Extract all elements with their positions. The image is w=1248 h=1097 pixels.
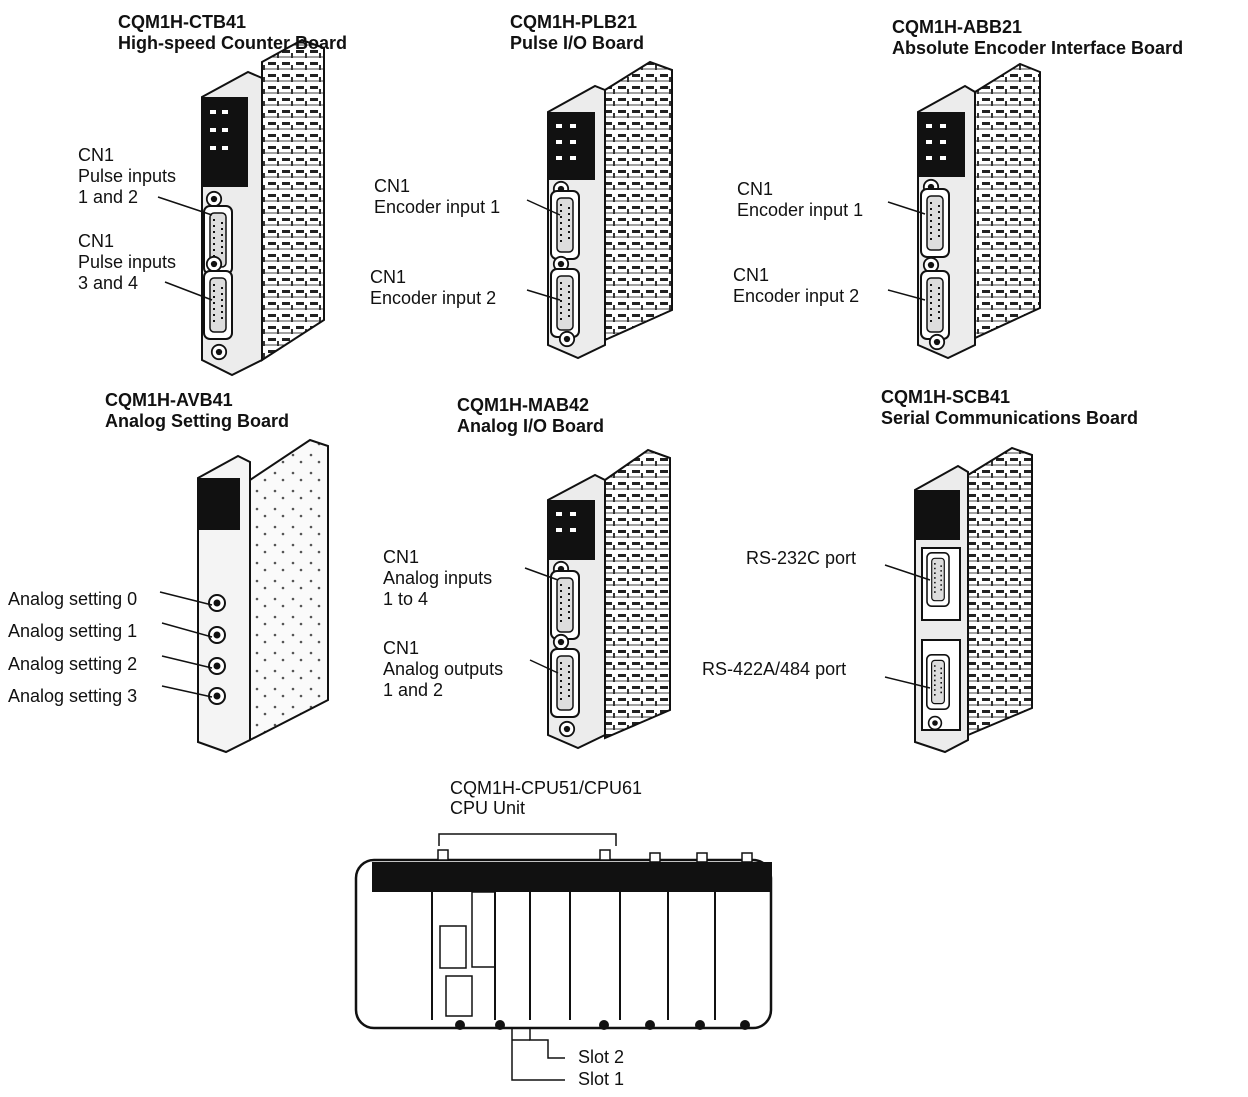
mab42-cn1-analog-inputs-label: CN1 Analog inputs 1 to 4 [383,547,492,610]
ctb41-cn1-pulse-1-2-label: CN1 Pulse inputs 1 and 2 [78,145,176,208]
mab42-name-label: Analog I/O Board [457,416,604,437]
slot-1-label: Slot 1 [578,1069,624,1090]
scb41-name-label: Serial Communications Board [881,408,1138,429]
ctb41-name-label: High-speed Counter Board [118,33,347,54]
ctb41-model-label: CQM1H-CTB41 [118,12,246,33]
cpu-name-label: CPU Unit [450,798,525,819]
scb41-board-drawing [915,448,1032,752]
scb41-model-label: CQM1H-SCB41 [881,387,1010,408]
plb21-cn1-encoder-1-label: CN1 Encoder input 1 [374,176,500,218]
abb21-board-drawing [918,64,1040,358]
slot-2-label: Slot 2 [578,1047,624,1068]
plb21-board-drawing [548,62,672,358]
analog-setting-3-label: Analog setting 3 [8,686,137,707]
mab42-cn1-analog-outputs-label: CN1 Analog outputs 1 and 2 [383,638,503,701]
avb41-board-drawing [198,440,328,752]
analog-setting-0-label: Analog setting 0 [8,589,137,610]
avb41-model-label: CQM1H-AVB41 [105,390,233,411]
analog-setting-1-label: Analog setting 1 [8,621,137,642]
abb21-cn1-encoder-2-label: CN1 Encoder input 2 [733,265,859,307]
analog-setting-2-label: Analog setting 2 [8,654,137,675]
cpu-model-label: CQM1H-CPU51/CPU61 [450,778,642,799]
plb21-cn1-encoder-2-label: CN1 Encoder input 2 [370,267,496,309]
rs232c-port-label: RS-232C port [746,548,856,569]
mab42-board-drawing [548,450,670,748]
rs422a-484-port-label: RS-422A/484 port [702,659,846,680]
abb21-cn1-encoder-1-label: CN1 Encoder input 1 [737,179,863,221]
plb21-name-label: Pulse I/O Board [510,33,644,54]
ctb41-cn1-pulse-3-4-label: CN1 Pulse inputs 3 and 4 [78,231,176,294]
avb41-name-label: Analog Setting Board [105,411,289,432]
ctb41-board-drawing [202,40,324,375]
mab42-model-label: CQM1H-MAB42 [457,395,589,416]
abb21-model-label: CQM1H-ABB21 [892,17,1022,38]
plb21-model-label: CQM1H-PLB21 [510,12,637,33]
cpu-unit-drawing [356,850,772,1030]
abb21-name-label: Absolute Encoder Interface Board [892,38,1183,59]
